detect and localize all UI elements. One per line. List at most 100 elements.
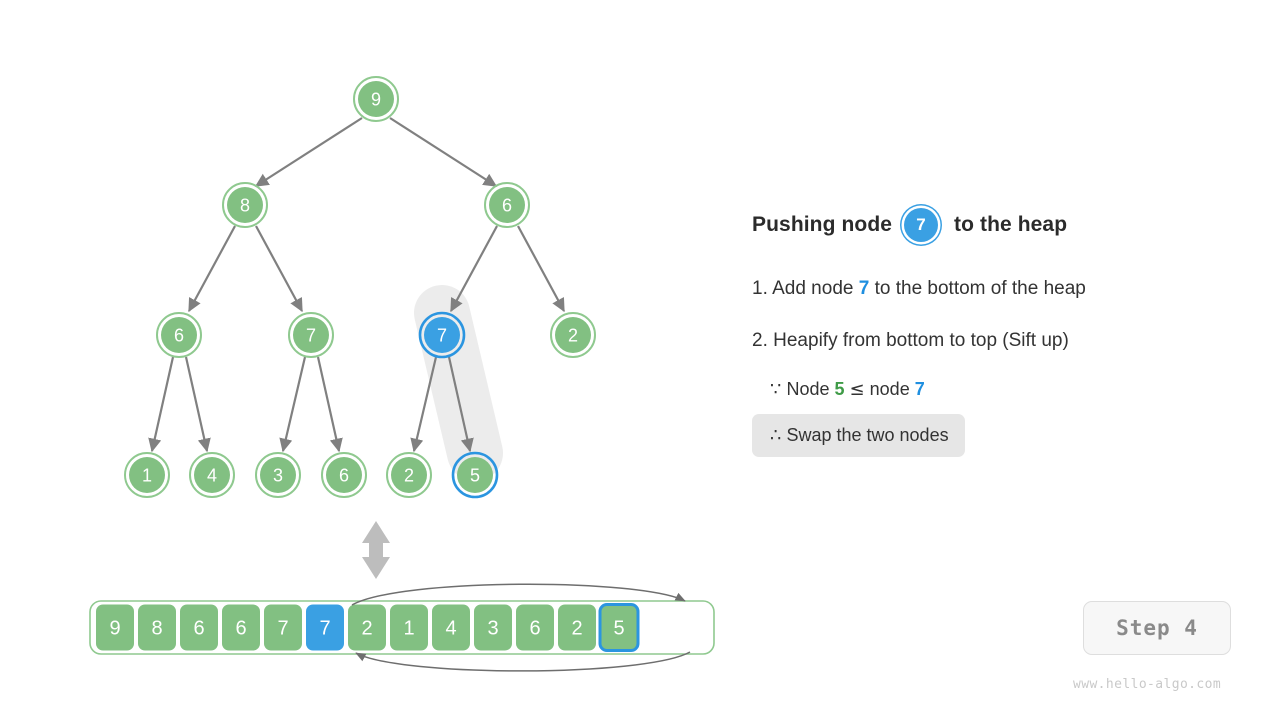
tree-node-label: 6 bbox=[174, 326, 184, 346]
reason-line: ∵ Node 5 ≤ node 7 bbox=[770, 379, 1252, 400]
panel-title-prefix: Pushing node bbox=[752, 213, 893, 236]
tree-node-ring bbox=[156, 312, 202, 358]
edge-8-7 bbox=[255, 225, 303, 313]
tree-node-label: 6 bbox=[502, 196, 512, 216]
conclusion-chip: ∴ Swap the two nodes bbox=[752, 414, 965, 458]
tree-node: 3 bbox=[255, 452, 301, 498]
tree-node-fill bbox=[391, 457, 427, 493]
tree-node-fill bbox=[129, 457, 165, 493]
tree-node-ring bbox=[321, 452, 367, 498]
array-cell-box bbox=[390, 604, 428, 651]
array-cell-label: 2 bbox=[361, 618, 372, 640]
array-cell-label: 4 bbox=[445, 618, 456, 640]
tree-node-label: 3 bbox=[273, 466, 283, 486]
array-cell-box bbox=[138, 604, 176, 651]
array-cell-label: 6 bbox=[235, 618, 246, 640]
reason-right-value: 7 bbox=[914, 379, 925, 400]
array-cell-label: 6 bbox=[193, 618, 204, 640]
swap-arrow-forward bbox=[351, 583, 686, 606]
array-container-outline bbox=[89, 600, 715, 655]
tree-node: 5 bbox=[451, 451, 499, 499]
edge-9-6 bbox=[389, 117, 498, 187]
array-cell: 7 bbox=[306, 604, 344, 651]
array-cell: 7 bbox=[264, 604, 302, 651]
edge-7-3 bbox=[279, 356, 307, 453]
array-cell: 6 bbox=[180, 604, 218, 651]
tree-node: 8 bbox=[222, 182, 268, 228]
array-cell: 8 bbox=[138, 604, 176, 651]
therefore-symbol: ∴ bbox=[770, 425, 782, 447]
tree-edges bbox=[148, 117, 565, 453]
tree-node: 6 bbox=[321, 452, 367, 498]
reason-left-value: 5 bbox=[834, 379, 845, 400]
tree-node-fill bbox=[358, 81, 394, 117]
tree-node: 7 bbox=[288, 312, 334, 358]
array-cell-box bbox=[96, 604, 134, 651]
array-cell: 4 bbox=[432, 604, 470, 651]
reason-operator: ≤ bbox=[849, 379, 865, 401]
panel-title-suffix: to the heap bbox=[954, 213, 1068, 236]
tree-node: 6 bbox=[484, 182, 530, 228]
tree-node: 4 bbox=[189, 452, 235, 498]
tree-node-fill bbox=[161, 317, 197, 353]
tree-node-label: 4 bbox=[207, 466, 217, 486]
tree-node-ring bbox=[189, 452, 235, 498]
array-cell-box bbox=[598, 603, 640, 652]
because-symbol: ∵ bbox=[770, 379, 782, 401]
array-cell: 2 bbox=[348, 604, 386, 651]
array-cell: 1 bbox=[390, 604, 428, 651]
edge-7blue-2 bbox=[410, 356, 438, 453]
watermark: www.hello-algo.com bbox=[1073, 677, 1222, 692]
tree-node-label: 8 bbox=[240, 196, 250, 216]
tree-node: 9 bbox=[353, 76, 399, 122]
array-cell-box bbox=[306, 604, 344, 651]
array-cell-box bbox=[348, 604, 386, 651]
array-cell: 6 bbox=[516, 604, 554, 651]
tree-node-fill bbox=[260, 457, 296, 493]
array-cell-box bbox=[432, 604, 470, 651]
step-1-index: 1. bbox=[752, 278, 768, 299]
swap-arrow-back bbox=[355, 651, 691, 672]
array-cell-label: 7 bbox=[277, 618, 288, 640]
tree-node-ring bbox=[550, 312, 596, 358]
step-item-1: 1. Add node 7 to the bottom of the heap bbox=[752, 276, 1252, 302]
array-cell-box bbox=[558, 604, 596, 651]
step-list: 1. Add node 7 to the bottom of the heap … bbox=[752, 276, 1252, 458]
tree-node-label: 5 bbox=[470, 466, 480, 486]
tree-node-label: 2 bbox=[568, 326, 578, 346]
tree-node-label: 7 bbox=[437, 326, 447, 346]
edge-7-6 bbox=[316, 356, 343, 453]
tree-node: 6 bbox=[156, 312, 202, 358]
tree-node: 2 bbox=[386, 452, 432, 498]
panel-title-node-chip: 7 bbox=[904, 208, 939, 242]
step-item-2: 2. Heapify from bottom to top (Sift up) bbox=[752, 328, 1252, 354]
tree-node-fill bbox=[194, 457, 230, 493]
array-cell-box bbox=[180, 604, 218, 651]
tree-node-ring bbox=[255, 452, 301, 498]
array-cell-label: 2 bbox=[571, 618, 582, 640]
tree-node-ring bbox=[451, 451, 499, 499]
edge-6-1 bbox=[148, 356, 175, 453]
reason-prefix: Node bbox=[786, 379, 830, 400]
tree-node-fill bbox=[424, 317, 460, 353]
tree-node: 1 bbox=[124, 452, 170, 498]
reason-mid: node bbox=[869, 379, 910, 400]
array-cell-label: 5 bbox=[613, 618, 624, 640]
panel-title: Pushing node 7 to the heap bbox=[752, 208, 1252, 242]
array-swap-arrows bbox=[351, 583, 691, 672]
tree-node-ring bbox=[288, 312, 334, 358]
array-cell-label: 1 bbox=[403, 618, 414, 640]
step-2-index: 2. bbox=[752, 329, 768, 351]
edge-9-8 bbox=[254, 117, 363, 187]
step-1-after: to the bottom of the heap bbox=[874, 278, 1086, 299]
tree-node-ring bbox=[484, 182, 530, 228]
tree-node-fill bbox=[227, 187, 263, 223]
array-cell-label: 8 bbox=[151, 618, 162, 640]
edge-6-2 bbox=[517, 225, 565, 313]
edge-6-7blue bbox=[450, 225, 498, 313]
step-1-before: Add node bbox=[772, 278, 854, 299]
step-2-before: Heapify from bottom to top (Sift up) bbox=[773, 329, 1069, 351]
